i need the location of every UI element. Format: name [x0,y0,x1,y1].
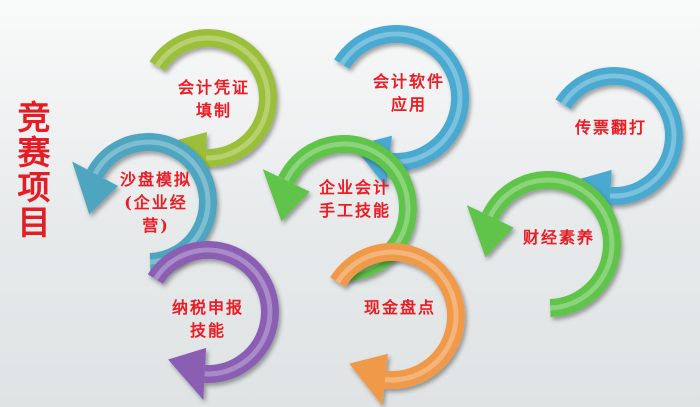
label-item-2: 沙盘模拟 (企业经 营) [119,170,192,235]
page-title: 竞赛项目 [12,100,51,240]
curved-arrow-6 [330,242,465,406]
arrow-head-8 [466,205,514,258]
label-item-6: 现金盘点 [363,298,436,317]
label-item-5: 企业会计 手工技能 [318,178,391,220]
arrow-head-5 [262,169,310,222]
arrow-highlight-1 [154,35,271,161]
curved-arrow-3 [147,241,279,400]
arrow-head-2 [72,161,118,215]
arrow-highlight-4 [339,31,463,165]
label-item-3: 纳税申报 技能 [171,298,244,340]
curved-arrow-7 [555,67,683,222]
arrow-head-3 [168,347,207,400]
label-item-1: 会计凭证 填制 [177,78,250,120]
arrow-head-6 [349,353,388,406]
label-item-8: 财经素养 [522,228,595,247]
label-item-4: 会计软件 应用 [372,72,445,114]
curved-arrow-8 [466,171,621,317]
arrow-highlight-8 [488,177,615,311]
arrow-highlight-3 [153,247,273,377]
arrow-highlight-7 [560,73,677,199]
arrow-highlight-6 [335,249,459,383]
label-item-7: 传票翻打 [574,118,647,137]
